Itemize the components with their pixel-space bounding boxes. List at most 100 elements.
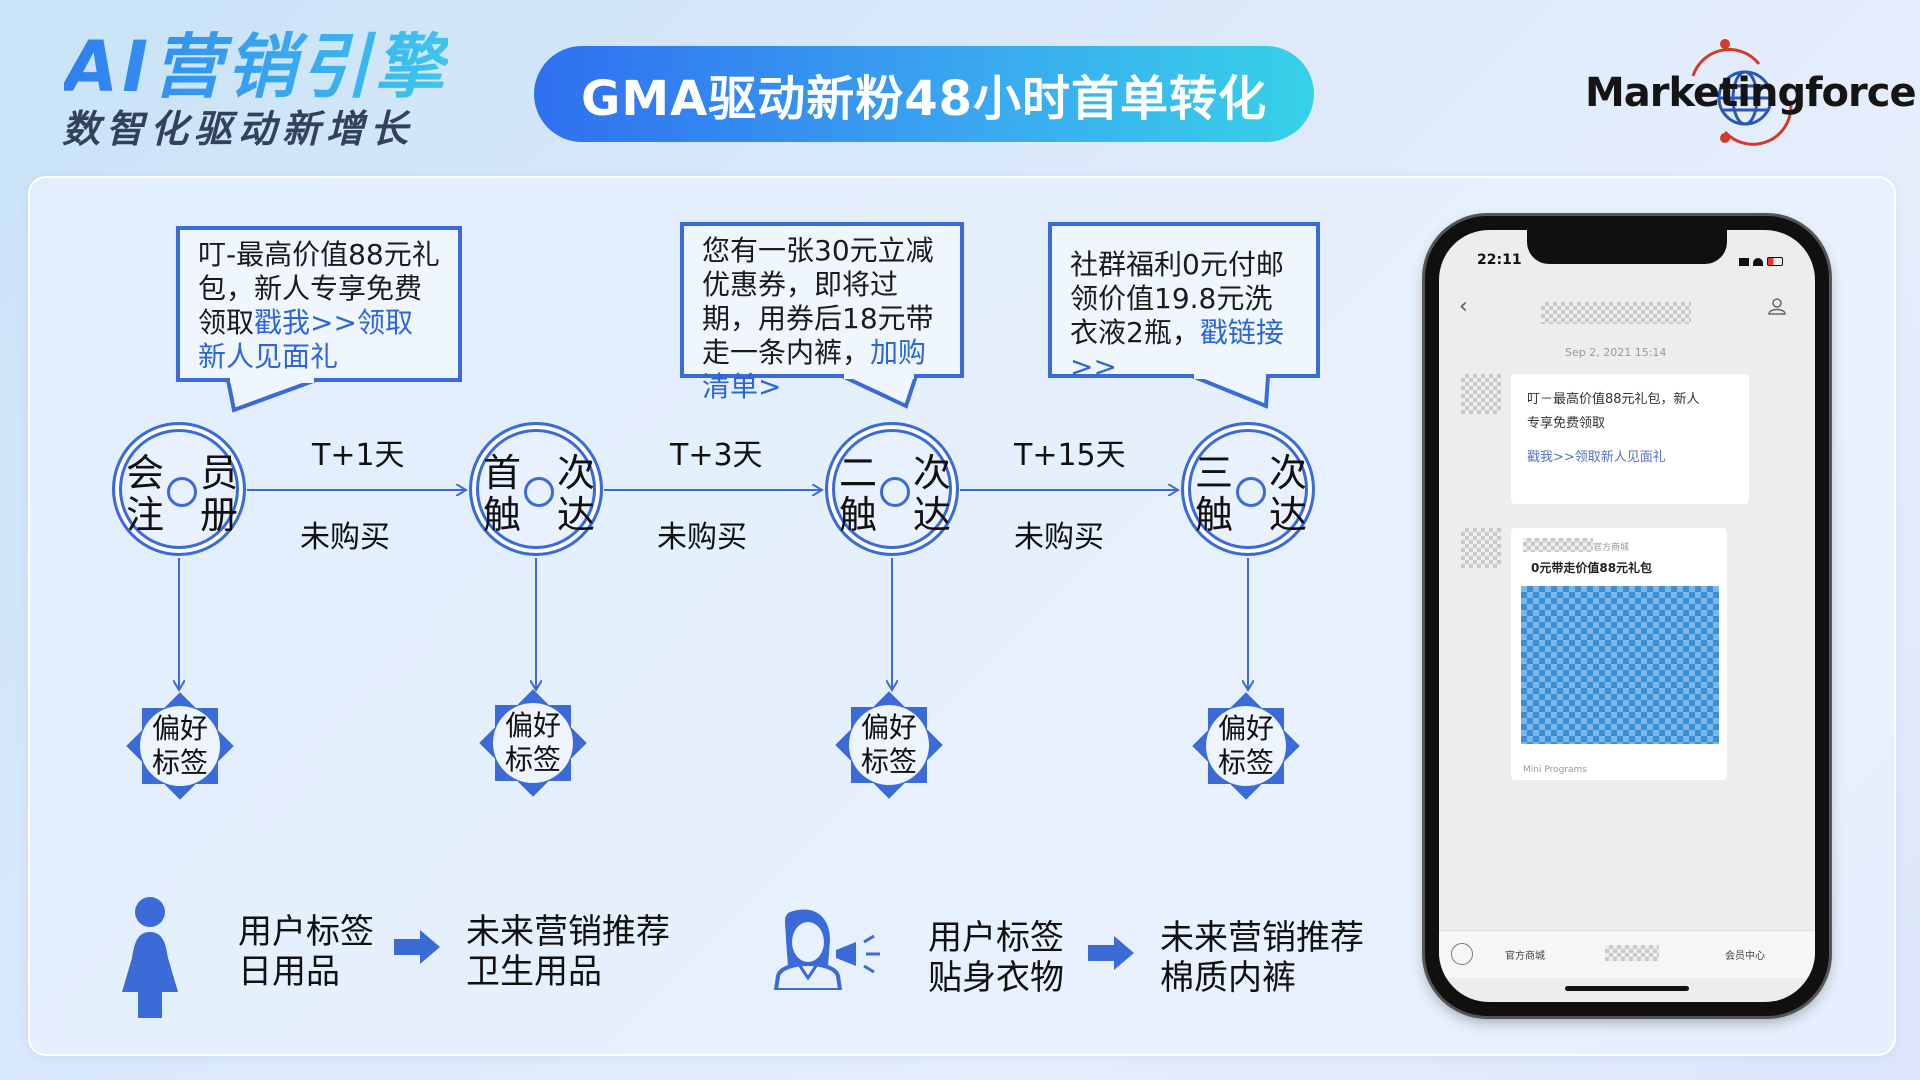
legend-tag-title: 用户标签 xyxy=(238,912,374,952)
phone-mockup: 22:11 ‹ Sep 2, 2021 15:14 叮－最高价值88元礼包，新人… xyxy=(1425,216,1829,1016)
node-char: 次 xyxy=(1268,451,1307,495)
legend-recommend-block: 未来营销推荐卫生用品 xyxy=(466,912,670,992)
legend-recommend-value: 棉质内裤 xyxy=(1160,958,1296,998)
badge-star-shape xyxy=(835,691,943,799)
badge-star-shape xyxy=(479,689,587,797)
badge-line: 偏好 xyxy=(1217,712,1274,745)
node-char: 二 xyxy=(838,451,877,495)
node-center-dot xyxy=(167,477,197,507)
mini-source-name: 官方商城 xyxy=(1593,543,1630,553)
arrow-right-icon xyxy=(1088,936,1134,970)
step-time-label: T+3天 xyxy=(670,438,763,473)
node-char: 首 xyxy=(482,451,521,495)
wifi-icon xyxy=(1753,258,1763,266)
phone-screen: 22:11 ‹ Sep 2, 2021 15:14 叮－最高价值88元礼包，新人… xyxy=(1439,230,1815,1002)
node-char: 员 xyxy=(199,451,238,495)
node-char: 达 xyxy=(1268,493,1307,537)
marketingforce-logo: Marketingforce xyxy=(1585,36,1917,146)
brand-title: AI营销引擎 xyxy=(64,22,448,112)
battery-icon xyxy=(1767,257,1783,266)
badge-star-shape xyxy=(126,692,234,800)
bubble-text: 您有一张30元立减优惠券，即将过期，用券后18元带走一条内裤， xyxy=(702,234,934,369)
bubble-link[interactable]: 戳我>>领取新人见面礼 xyxy=(198,306,413,373)
profile-icon[interactable] xyxy=(1767,296,1787,316)
node-char: 触 xyxy=(838,493,877,537)
sender-avatar xyxy=(1461,528,1501,568)
legend-recommend-block: 未来营销推荐棉质内裤 xyxy=(1160,918,1364,998)
message-bubble-1: 叮-最高价值88元礼包，新人专享免费领取戳我>>领取新人见面礼 xyxy=(176,226,462,382)
phone-notch xyxy=(1527,230,1727,264)
signal-icon xyxy=(1739,258,1749,266)
step-condition-label: 未购买 xyxy=(1014,520,1104,555)
node-second-touch: 二 次 触 达 xyxy=(825,422,959,556)
node-center-dot xyxy=(1236,477,1266,507)
mini-program-card[interactable]: 官方商城 0元带走价值88元礼包 Mini Programs xyxy=(1511,528,1727,780)
legend-tag-title: 用户标签 xyxy=(928,918,1064,958)
legend-recommend-title: 未来营销推荐 xyxy=(466,912,670,952)
mini-title: 0元带走价值88元礼包 xyxy=(1531,561,1653,575)
message-bubble-3: 社群福利0元付邮领价值19.8元洗衣液2瓶，戳链接>> xyxy=(1048,222,1320,383)
bubble-text: 叮-最高价值88元礼包，新人专享免费领取 xyxy=(198,238,440,339)
logo-text: Marketingforce xyxy=(1585,70,1917,116)
message-bubble-2: 您有一张30元立减优惠券，即将过期，用券后18元带走一条内裤，加购清单> xyxy=(680,222,964,403)
preference-tag-badge: 偏好标签 xyxy=(473,683,593,803)
status-icons xyxy=(1739,256,1783,266)
node-char: 册 xyxy=(199,493,238,537)
node-char: 达 xyxy=(912,493,951,537)
node-char: 触 xyxy=(1194,493,1233,537)
step-condition-label: 未购买 xyxy=(300,520,390,555)
back-icon[interactable]: ‹ xyxy=(1459,294,1468,319)
home-indicator xyxy=(1565,986,1689,991)
legend-tag-block: 用户标签日用品 xyxy=(238,912,374,992)
arrow-right-icon xyxy=(394,930,440,964)
node-char: 次 xyxy=(556,451,595,495)
legend-recommend-title: 未来营销推荐 xyxy=(1160,918,1364,958)
badge-line: 标签 xyxy=(151,746,208,779)
message-link[interactable]: 戳我>>领取新人见面礼 xyxy=(1527,450,1666,465)
node-center-dot xyxy=(880,477,910,507)
preference-tag-badge: 偏好标签 xyxy=(829,685,949,805)
woman-icon xyxy=(122,897,178,1018)
node-first-touch: 首 次 触 达 xyxy=(469,422,603,556)
node-char: 会 xyxy=(125,451,164,495)
keyboard-icon[interactable] xyxy=(1451,943,1473,965)
step-condition-label: 未购买 xyxy=(657,520,747,555)
step-time-label: T+1天 xyxy=(312,438,405,473)
bubble-tail xyxy=(226,377,317,413)
menu-item-member-center[interactable]: 会员中心 xyxy=(1725,951,1765,962)
badge-line: 标签 xyxy=(504,743,561,776)
badge-line: 偏好 xyxy=(151,712,208,745)
bubble-link[interactable]: 戳链接>> xyxy=(1070,316,1284,383)
brand-subtitle: 数智化驱动新增长 xyxy=(62,107,415,151)
node-third-touch: 三 次 触 达 xyxy=(1181,422,1315,556)
bubble-link[interactable]: 加购清单> xyxy=(702,336,927,403)
bottom-menu-bar: 官方商城 会员中心 xyxy=(1439,930,1815,978)
bubble-tail xyxy=(841,373,918,409)
page-title: GMA驱动新粉48小时首单转化 xyxy=(534,46,1314,142)
node-member-register: 会 员 注 册 xyxy=(112,422,246,556)
chat-title-redacted xyxy=(1541,302,1691,324)
mini-program-footer: Mini Programs xyxy=(1523,765,1587,775)
bubble-text: 社群福利0元付邮领价值19.8元洗衣液2瓶， xyxy=(1070,248,1284,349)
mini-program-image xyxy=(1521,586,1719,744)
badge-line: 偏好 xyxy=(504,709,561,742)
step-time-label: T+15天 xyxy=(1014,438,1126,473)
badge-line: 标签 xyxy=(860,745,917,778)
sender-avatar xyxy=(1461,374,1501,414)
chat-date: Sep 2, 2021 15:14 xyxy=(1565,346,1667,359)
node-char: 三 xyxy=(1194,451,1233,495)
node-char: 注 xyxy=(125,493,164,537)
node-char: 次 xyxy=(912,451,951,495)
status-time: 22:11 xyxy=(1477,252,1522,268)
bubble-tail xyxy=(1191,373,1270,409)
preference-tag-badge: 偏好标签 xyxy=(1186,686,1306,806)
chat-message-1: 叮－最高价值88元礼包，新人 专享免费领取 戳我>>领取新人见面礼 xyxy=(1511,374,1749,504)
menu-item-mall[interactable]: 官方商城 xyxy=(1505,951,1545,962)
mini-source-avatar xyxy=(1523,538,1593,552)
badge-line: 偏好 xyxy=(860,711,917,744)
legend-tag-block: 用户标签贴身衣物 xyxy=(928,918,1064,998)
menu-item-redacted[interactable] xyxy=(1605,945,1659,961)
node-char: 触 xyxy=(482,493,521,537)
legend-tag-value: 日用品 xyxy=(238,952,340,992)
message-line: 专享免费领取 xyxy=(1527,416,1606,431)
